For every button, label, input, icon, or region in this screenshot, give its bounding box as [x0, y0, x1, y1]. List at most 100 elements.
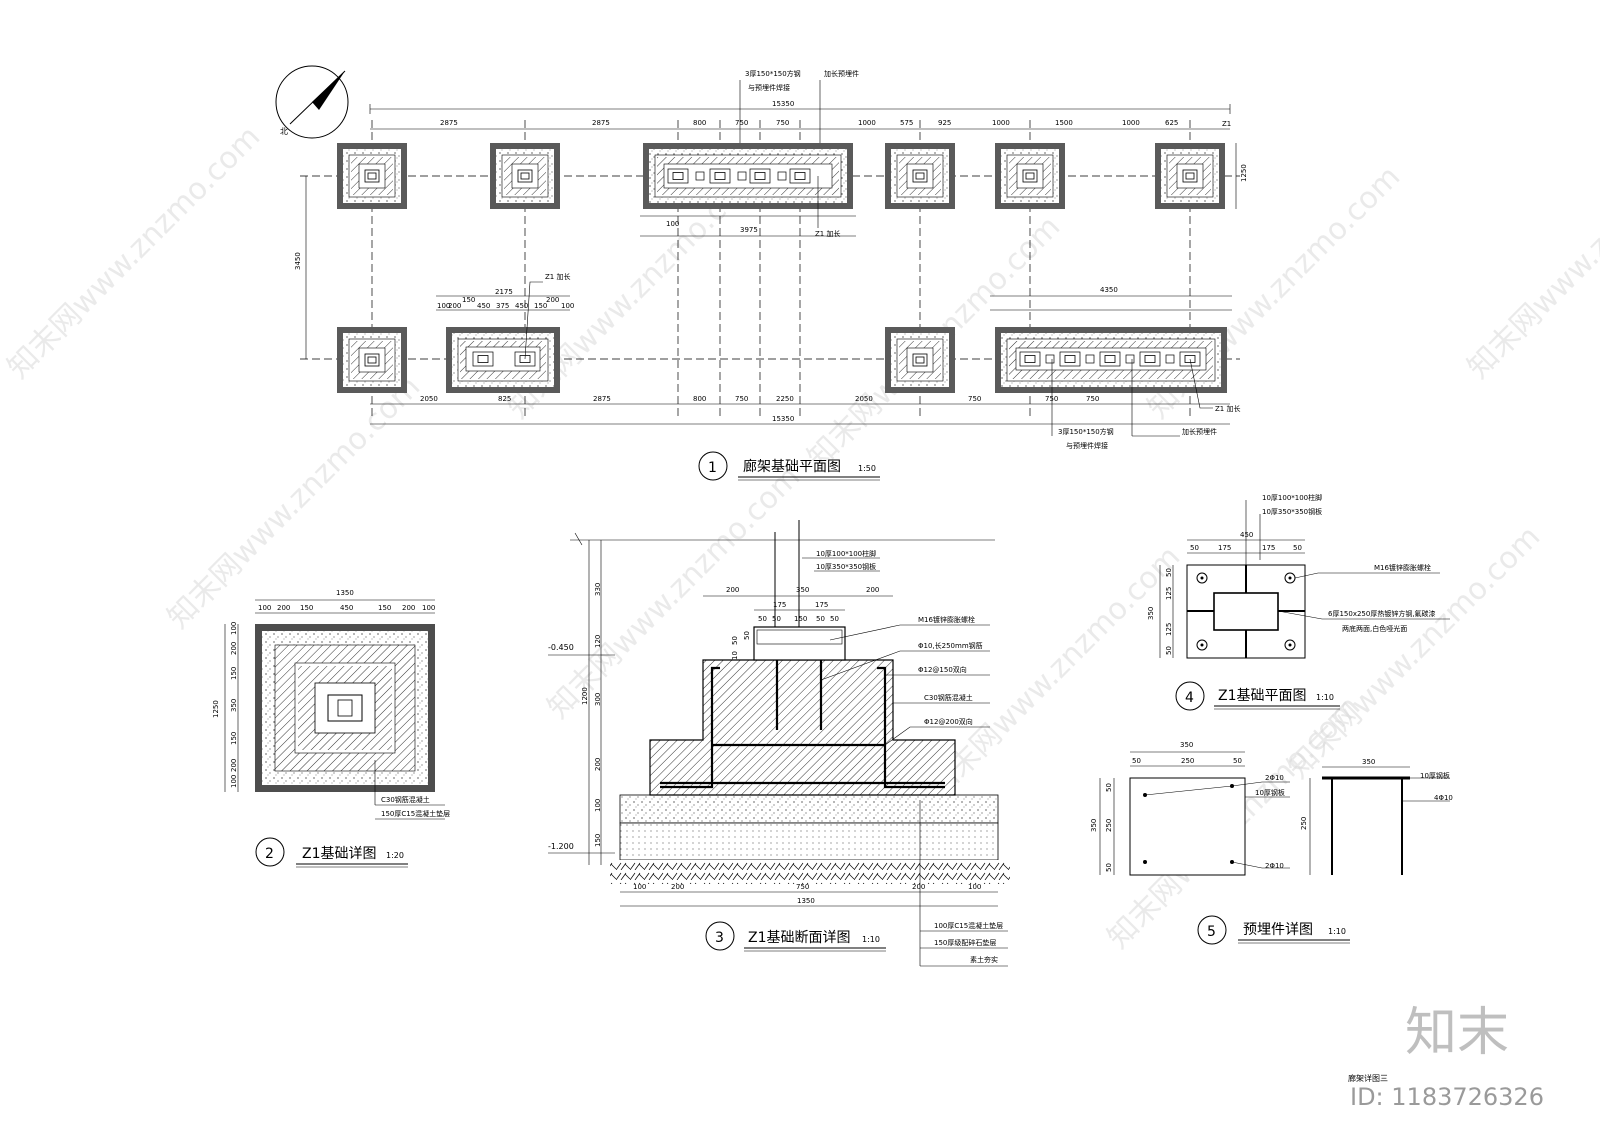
svg-text:2Φ10: 2Φ10: [1265, 774, 1284, 782]
svg-text:750: 750: [968, 395, 981, 403]
svg-text:50: 50: [830, 615, 839, 623]
svg-text:200: 200: [402, 604, 415, 612]
svg-text:100厚C15混凝土垫层: 100厚C15混凝土垫层: [934, 921, 1003, 930]
footing-pad: [336, 142, 408, 210]
svg-text:100: 100: [258, 604, 271, 612]
svg-text:150: 150: [230, 667, 238, 680]
dim-100: 100: [666, 220, 679, 228]
z1-ext: Z1 加长: [815, 229, 840, 238]
svg-text:50: 50: [816, 615, 825, 623]
detail-2: 1350 100 200 150 450 150 200 100 1250 10…: [212, 589, 450, 868]
plan-top-dims: 2875 2875 800 750 750 1000 575 925 1000 …: [440, 119, 1178, 127]
z1-label: Z1: [1222, 120, 1231, 128]
svg-text:150厚级配碎石垫层: 150厚级配碎石垫层: [934, 938, 996, 947]
d3-left-dims: 330 120 1200 300 200 100 150: [581, 583, 602, 847]
svg-text:1:20: 1:20: [386, 851, 404, 860]
footing-pad: [336, 326, 408, 394]
svg-text:100: 100: [422, 604, 435, 612]
svg-text:10厚350*350钢板: 10厚350*350钢板: [1262, 507, 1322, 516]
svg-text:750: 750: [1086, 395, 1099, 403]
svg-text:175: 175: [815, 601, 828, 609]
svg-text:50: 50: [1190, 544, 1199, 552]
watermark-text: 知末网www.znzmo.com: [161, 369, 427, 635]
svg-text:200: 200: [277, 604, 290, 612]
dim: 625: [1165, 119, 1178, 127]
svg-text:-1.200: -1.200: [548, 842, 574, 851]
svg-text:200: 200: [912, 883, 925, 891]
svg-text:50: 50: [743, 631, 751, 640]
footing-pad: [1154, 142, 1226, 210]
svg-text:175: 175: [773, 601, 786, 609]
svg-text:100: 100: [437, 302, 450, 310]
svg-text:10厚350*350钢板: 10厚350*350钢板: [816, 562, 876, 571]
svg-text:Φ12@200双向: Φ12@200双向: [924, 717, 973, 726]
svg-text:10厚100*100柱脚: 10厚100*100柱脚: [1262, 493, 1322, 502]
dim: 2875: [592, 119, 610, 127]
svg-text:150: 150: [378, 604, 391, 612]
svg-text:750: 750: [1045, 395, 1058, 403]
svg-text:350: 350: [1180, 741, 1193, 749]
svg-text:10: 10: [731, 651, 739, 660]
svg-text:450: 450: [1240, 531, 1253, 539]
svg-text:100: 100: [230, 622, 238, 635]
svg-text:150: 150: [534, 302, 547, 310]
svg-text:120: 120: [594, 635, 602, 648]
d2-note: 150厚C15混凝土垫层: [381, 809, 450, 818]
svg-text:450: 450: [515, 302, 528, 310]
plan-right-dim: 1250: [1240, 164, 1248, 182]
z1-ext: Z1 加长: [1215, 404, 1240, 413]
svg-text:100: 100: [561, 302, 574, 310]
dim: 1000: [1122, 119, 1140, 127]
svg-text:200: 200: [448, 302, 461, 310]
plan-total-bottom: 15350: [772, 415, 794, 423]
dim: 800: [693, 119, 706, 127]
svg-text:125: 125: [1165, 623, 1173, 636]
svg-text:150: 150: [594, 834, 602, 847]
svg-text:1:10: 1:10: [1316, 693, 1334, 702]
footing-pad: [884, 142, 956, 210]
svg-text:330: 330: [594, 583, 602, 596]
svg-text:1250: 1250: [212, 700, 220, 718]
svg-text:10厚钢板: 10厚钢板: [1420, 771, 1450, 780]
footing-pad: [994, 142, 1066, 210]
svg-text:素土夯实: 素土夯实: [970, 955, 998, 964]
svg-text:200: 200: [230, 642, 238, 655]
svg-text:-0.450: -0.450: [548, 643, 574, 652]
svg-text:C30钢筋混凝土: C30钢筋混凝土: [924, 693, 973, 702]
plan-bottom-dims: 2050 825 2875 800 750 2250 2050 750 750 …: [420, 395, 1099, 403]
dim: 750: [776, 119, 789, 127]
svg-text:50: 50: [772, 615, 781, 623]
watermark-logo: 知末: [1405, 1003, 1509, 1063]
svg-text:50: 50: [758, 615, 767, 623]
svg-text:350: 350: [230, 699, 238, 712]
z1-ext: Z1 加长: [545, 272, 570, 281]
svg-text:100: 100: [594, 799, 602, 812]
svg-text:100: 100: [633, 883, 646, 891]
svg-text:50: 50: [1132, 757, 1141, 765]
svg-text:350: 350: [1362, 758, 1375, 766]
callout: 加长预埋件: [824, 69, 859, 78]
watermark-id: ID: 1183726326: [1350, 1083, 1544, 1111]
svg-text:50: 50: [731, 636, 739, 645]
svg-text:50: 50: [1165, 568, 1173, 577]
d3-title: Z1基础断面详图: [748, 929, 851, 946]
svg-text:250: 250: [1181, 757, 1194, 765]
callout: 与预埋件焊接: [1066, 441, 1108, 450]
svg-text:350: 350: [1147, 607, 1155, 620]
svg-text:200: 200: [546, 296, 559, 304]
svg-text:1350: 1350: [797, 897, 815, 905]
north-label: 北: [280, 127, 288, 136]
svg-text:250: 250: [1105, 819, 1113, 832]
svg-text:1200: 1200: [581, 687, 589, 705]
svg-text:50: 50: [1165, 646, 1173, 655]
plan-scale: 1:50: [858, 464, 876, 473]
watermark-text: 知末网www.znzmo.com: [1461, 119, 1600, 385]
svg-text:200: 200: [726, 586, 739, 594]
svg-text:4: 4: [1185, 690, 1194, 706]
svg-text:100: 100: [968, 883, 981, 891]
svg-text:两底两面,白色哑光面: 两底两面,白色哑光面: [1342, 624, 1407, 633]
svg-text:Φ10,长250mm钢筋: Φ10,长250mm钢筋: [918, 641, 983, 650]
d4-title: Z1基础平面图: [1218, 687, 1307, 704]
svg-text:300: 300: [594, 693, 602, 706]
svg-text:2050: 2050: [420, 395, 438, 403]
